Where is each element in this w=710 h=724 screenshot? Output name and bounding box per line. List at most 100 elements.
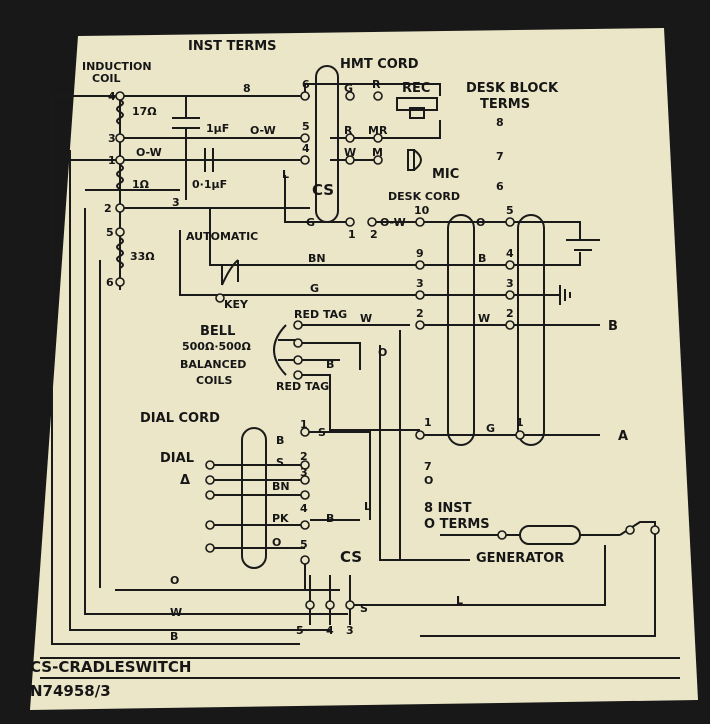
wire-label: W [170,606,182,619]
wire-label: 7 [496,150,504,163]
resistor-1-label: 1Ω [132,178,150,191]
wire-label: 3 [172,196,180,209]
red-tag-label-2: RED TAG [276,380,329,393]
wire-label: 3 [108,132,116,145]
wire-label: PK [272,512,289,525]
terminal-b-label: B [608,319,618,334]
wire-label: O [476,216,485,229]
cs-label: CS [312,181,334,199]
wire-label: 1 [108,154,116,167]
wire-label: S [276,456,284,469]
paper-card [30,28,698,710]
mic-label: MIC [432,167,459,182]
wire-label: MR [368,124,388,137]
wire-label: 5 [296,624,304,637]
wire-label: 8 [496,116,504,129]
resistor-17-ohm [116,99,124,125]
wire-label: B [326,512,334,525]
wire-label: R [372,78,381,91]
hmt-cord-label: HMT CORD [340,57,419,72]
wire-label: L [364,500,371,513]
cs-2-label: CS [340,548,362,566]
wire-label: G [310,282,319,295]
generator-label: GENERATOR [476,551,564,566]
dial-cord-label: DIAL CORD [140,411,220,426]
wire-label: B [170,630,178,643]
wire-label: BN [308,252,326,265]
inst-terms-label: INST TERMS [188,39,277,54]
drawing-number-label: N74958/3 [30,682,111,700]
wire-label: BN [272,480,290,493]
wire-label: O-W [250,124,276,137]
wire-label: 5 [300,538,308,551]
key-symbol [221,259,239,286]
wire-label: B [326,358,334,371]
legend-label: CS-CRADLESWITCH [30,658,191,676]
wire-label: O-W [136,146,162,159]
wire-label: 5 [302,120,310,133]
wire-label: G [306,216,315,229]
wire-label: 4 [506,247,514,260]
capacitor-1uf [172,117,200,129]
resistor-33-label: 33Ω [130,250,155,263]
wire-label: 6 [106,276,114,289]
wire-label: 1 [348,228,356,241]
wire-label: 2 [370,228,378,241]
wire-label: G [344,82,353,95]
wire-label: 4 [302,142,310,155]
wire-label: 5 [106,226,114,239]
wire-label: S [318,426,326,439]
wire-label: 2 [104,202,112,215]
terminal-a-label: A [618,429,628,444]
automatic-label: AUTOMATIC [186,230,258,243]
induction-coil-label-1: INDUCTION [82,60,152,73]
wire-label: 4 [108,90,116,103]
wire-label: B [276,434,284,447]
wire-label: 6 [496,180,504,193]
wire-label: W [344,146,356,159]
cap-01uf-label: 0·1µF [192,178,227,191]
wire-label: S [360,602,368,615]
bell-label-2: 500Ω·500Ω [182,340,251,353]
wire-label: 1 [424,416,432,429]
resistor-1-ohm [116,164,124,190]
wire-label: 1 [300,418,308,431]
wire-label: 4 [300,502,308,515]
bell-label-3: BALANCED [180,358,246,371]
wire-label: 7 [424,460,432,473]
resistor-33-ohm [116,237,124,269]
terminals [115,91,660,610]
battery-symbol [566,239,600,251]
wire-label: 9 [416,247,424,260]
wire-label: R [344,124,353,137]
dial-label: DIAL [160,451,194,466]
wire-label: L [456,594,463,607]
rec-label: REC [402,81,430,96]
earth-symbol [559,285,571,305]
wire-label: 3 [346,624,354,637]
bell-label-4: COILS [196,374,233,387]
wire-label: W [360,312,372,325]
wire-label: 2 [300,450,308,463]
wire-label: B [478,252,486,265]
cap-1uf-label: 1µF [206,122,229,135]
wire-label: M [372,146,383,159]
wire-label: O [424,474,433,487]
wire-label: O [272,536,281,549]
microphone-symbol [407,149,422,171]
wire-label: 3 [506,277,514,290]
desk-cord-label: DESK CORD [388,190,460,203]
capacitor-0-1uf [204,148,214,172]
delta-label: Δ [180,473,190,488]
wire-label: O-W [380,216,406,229]
inst-terms-2-label-a: 8 INST [424,501,472,516]
wire-label: 8 [243,82,251,95]
wire-label: G [486,422,495,435]
wiring [40,65,680,679]
wire-label: 3 [416,277,424,290]
wire-label: 5 [506,204,514,217]
wire-label: 3 [300,466,308,479]
desk-block-terms-label-1: DESK BLOCK [466,81,559,96]
bell-label-1: BELL [200,324,235,339]
